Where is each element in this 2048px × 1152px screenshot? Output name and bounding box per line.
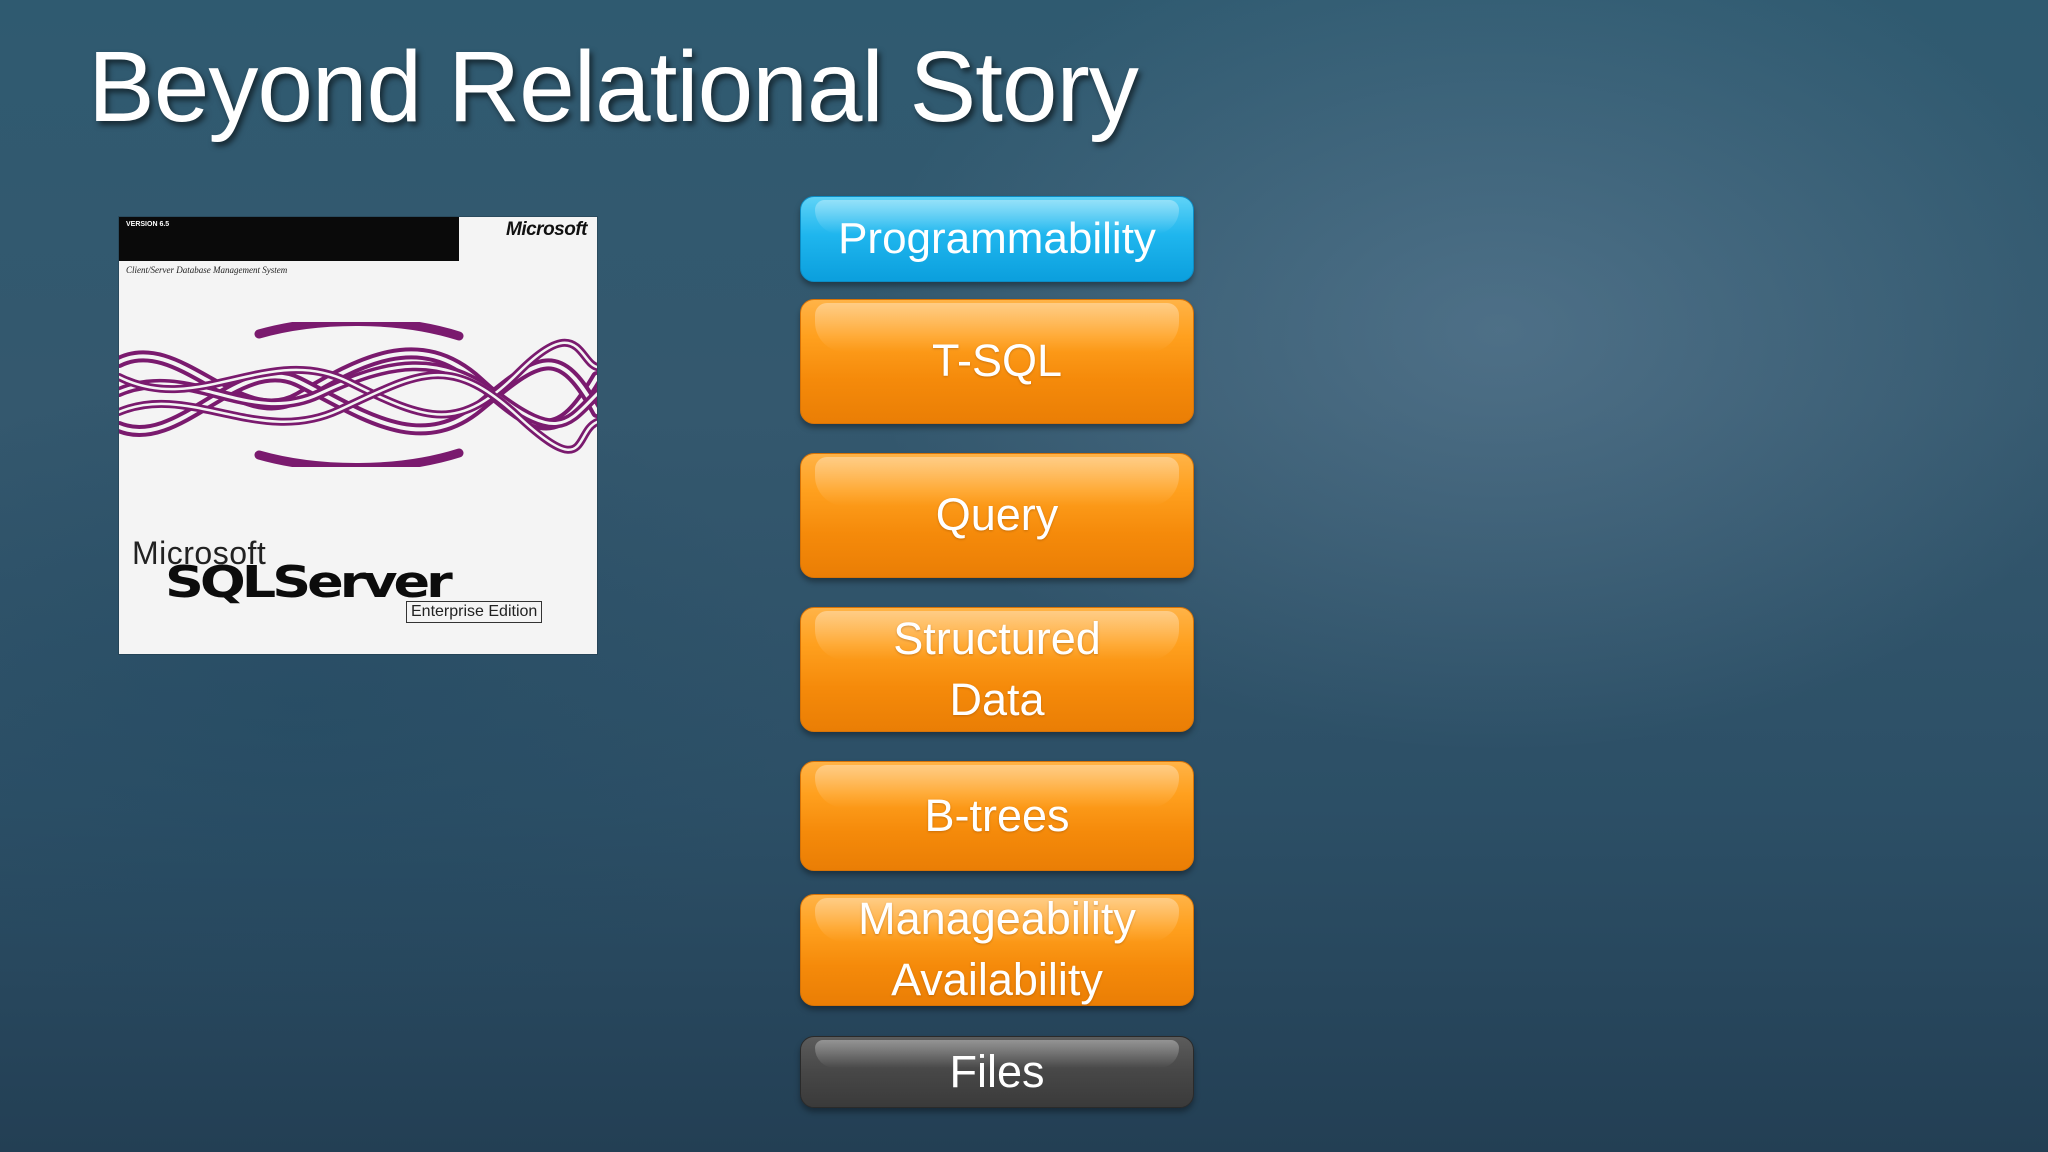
layer-manageability-availability: Manageability Availability <box>800 893 1194 1006</box>
box-product-name: SQLServer <box>165 557 453 608</box>
layer-structured-data: Structured Data <box>800 607 1194 732</box>
layer-label: B-trees <box>924 789 1070 841</box>
sql-server-box-image: VERSION 6.5 Microsoft Client/Server Data… <box>119 217 597 654</box>
layer-programmability: Programmability <box>800 196 1194 282</box>
box-top-bar: VERSION 6.5 <box>119 217 459 261</box>
layer-label: T-SQL <box>931 335 1063 387</box>
slide-title: Beyond Relational Story <box>88 31 1139 143</box>
layer-label: Query <box>935 489 1059 541</box>
layer-label: Manageability Availability <box>858 893 1136 1005</box>
layer-b-trees: B-trees <box>800 761 1194 871</box>
layer-query: Query <box>800 453 1194 578</box>
box-subtitle: Client/Server Database Management System <box>126 265 288 275</box>
layer-files: Files <box>800 1036 1194 1108</box>
layer-label: Structured Data <box>893 612 1101 725</box>
box-microsoft-wordmark: Microsoft <box>132 535 267 571</box>
box-edition-label: Enterprise Edition <box>406 601 543 623</box>
box-version-label: VERSION 6.5 <box>126 221 170 228</box>
braided-weave-graphic <box>119 322 597 467</box>
layer-label: Files <box>949 1045 1045 1097</box>
layer-t-sql: T-SQL <box>800 299 1194 424</box>
layer-label: Programmability <box>838 214 1156 264</box>
box-microsoft-logo: Microsoft <box>506 219 588 240</box>
